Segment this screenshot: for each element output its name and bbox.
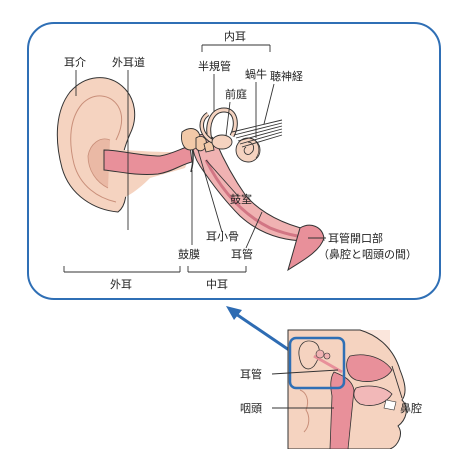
inset-highlight-box bbox=[288, 336, 346, 390]
label-pharynx: 咽頭 bbox=[240, 402, 262, 415]
leader-lines bbox=[75, 44, 326, 249]
label-inset-eustachian-tube: 耳管 bbox=[240, 367, 262, 381]
label-cochlea: 蝸牛 bbox=[245, 67, 267, 81]
label-tympanic-cavity: 鼓室 bbox=[230, 192, 252, 206]
label-semicircular-canals: 半規管 bbox=[198, 59, 231, 73]
label-outer-ear: 外耳 bbox=[110, 278, 132, 291]
label-auricle: 耳介 bbox=[64, 56, 86, 69]
label-external-canal: 外耳道 bbox=[112, 55, 145, 69]
region-brackets bbox=[63, 266, 247, 273]
label-tube-opening-note: （鼻腔と咽頭の間） bbox=[318, 247, 417, 261]
inset-leader-lines bbox=[271, 365, 403, 409]
label-vestibule: 前庭 bbox=[225, 87, 247, 101]
auditory-nerve-illustration bbox=[231, 119, 283, 148]
label-ossicles: 耳小骨 bbox=[206, 230, 239, 243]
label-eustachian-tube: 耳管 bbox=[231, 247, 253, 261]
tube-opening-shape bbox=[287, 224, 325, 272]
head-inset bbox=[287, 329, 407, 449]
label-nasal-cavity: 鼻腔 bbox=[400, 401, 422, 415]
detail-frame bbox=[27, 22, 441, 300]
external-canal-shape bbox=[103, 145, 193, 175]
label-middle-ear: 中耳 bbox=[206, 278, 228, 291]
label-auditory-nerve: 聴神経 bbox=[270, 69, 303, 83]
zoom-arrow bbox=[226, 306, 293, 354]
label-inner-ear: 内耳 bbox=[224, 29, 246, 43]
inner-ear-illustration bbox=[199, 107, 261, 163]
label-tube-opening: 耳管開口部 bbox=[328, 231, 383, 245]
label-eardrum: 鼓膜 bbox=[178, 247, 200, 261]
